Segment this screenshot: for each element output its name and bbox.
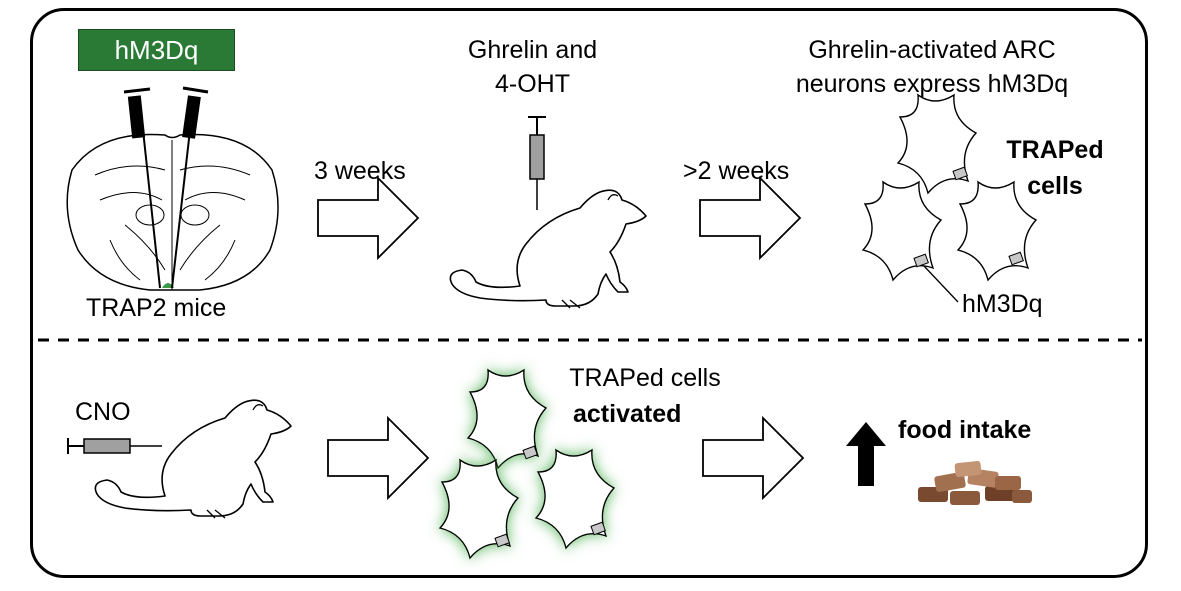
brain-section-icon bbox=[66, 133, 279, 291]
syringe-icon bbox=[171, 86, 209, 289]
food-pellets-icon bbox=[918, 460, 1032, 505]
arrow-up-icon bbox=[846, 422, 886, 486]
injection-label-line2: 4-OHT bbox=[495, 70, 570, 98]
traped-cells-line1: TRAPed bbox=[1006, 136, 1104, 164]
arrow-right-icon bbox=[317, 177, 419, 259]
activated-label-line1: TRAPed cells bbox=[569, 364, 721, 392]
syringe-icon bbox=[528, 116, 546, 210]
step2-duration-label: >2 weeks bbox=[683, 157, 790, 185]
activated-label-line2: activated bbox=[573, 400, 682, 428]
injection-label-line1: Ghrelin and bbox=[467, 36, 598, 64]
neuron-icon bbox=[957, 181, 1037, 281]
receptor-pointer bbox=[923, 265, 959, 303]
virus-label: hM3Dq bbox=[78, 29, 235, 71]
arrow-right-icon bbox=[327, 417, 429, 499]
mice-label: TRAP2 mice bbox=[86, 294, 227, 322]
neuron-icon bbox=[467, 369, 547, 469]
result-label-line2: neurons express hM3Dq bbox=[795, 70, 1069, 98]
drug-label: CNO bbox=[75, 398, 131, 426]
traped-cells-line2: cells bbox=[1027, 172, 1083, 200]
neuron-icon bbox=[535, 449, 615, 549]
neuron-icon bbox=[897, 94, 977, 194]
receptor-label: hM3Dq bbox=[962, 290, 1043, 318]
diagram-frame bbox=[30, 8, 1148, 578]
result-label-line1: Ghrelin-activated ARC bbox=[808, 36, 1056, 64]
arrow-right-icon bbox=[699, 177, 801, 259]
arrow-right-icon bbox=[702, 417, 804, 499]
food-intake-label: food intake bbox=[898, 416, 1032, 444]
neuron-icon bbox=[439, 459, 519, 559]
mouse-icon bbox=[449, 189, 647, 309]
syringe-icon bbox=[67, 438, 162, 454]
step1-duration-label: 3 weeks bbox=[314, 157, 406, 185]
neuron-icon bbox=[862, 181, 942, 281]
syringe-icon bbox=[123, 87, 161, 289]
